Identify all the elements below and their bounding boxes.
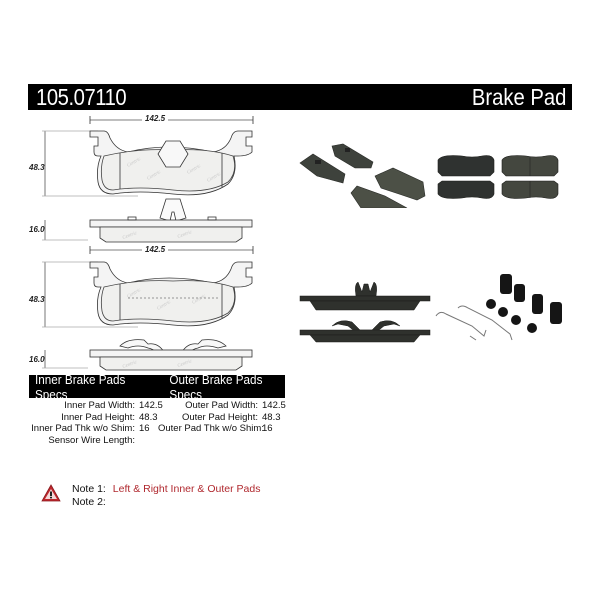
outer-pad-drawing: Centric Centric Centric Centric Centric — [42, 246, 254, 371]
notes-block: Note 1: Left & Right Inner & Outer Pads … — [72, 483, 260, 509]
spec-value — [135, 435, 139, 447]
spec-value: 16 — [139, 423, 150, 434]
inner-spec-row: Inner Pad Thk w/o Shim: 16 — [31, 423, 163, 435]
spec-value: 142.5 — [262, 400, 286, 411]
note-2-label: Note 2: — [72, 496, 106, 508]
inner-spec-row: Inner Pad Height: 48.3 — [31, 412, 163, 424]
inner-specs-list: Inner Pad Width: 142.5 Inner Pad Height:… — [31, 400, 163, 446]
pad-set-angled-photo — [299, 143, 426, 208]
outer-height-dimension: 48.3 — [29, 295, 45, 304]
inner-width-dimension: 142.5 — [142, 114, 169, 123]
spec-value: 142.5 — [139, 400, 163, 411]
spec-label: Outer Pad Height: — [181, 411, 258, 423]
outer-specs-title: Outer Brake Pads Specs — [169, 371, 263, 402]
svg-text:Centric: Centric — [122, 231, 139, 241]
inner-spec-row: Inner Pad Width: 142.5 — [31, 400, 163, 412]
outer-spec-row: Outer Pad Thk w/o Shim: 16 — [158, 423, 286, 435]
outer-spec-row: Outer Pad Height: 48.3 — [158, 412, 286, 424]
hardware-kit-photo — [435, 274, 562, 341]
spec-label: Sensor Wire Length: — [48, 434, 135, 446]
note-1-text: Left & Right Inner & Outer Pads — [112, 483, 261, 495]
outer-width-dimension: 142.5 — [142, 245, 169, 254]
header-bar: 105.07110 Brake Pad — [28, 84, 572, 110]
svg-text:Centric: Centric — [177, 359, 194, 369]
note-2: Note 2: — [72, 496, 260, 509]
note-1: Note 1: Left & Right Inner & Outer Pads — [72, 483, 260, 496]
inner-pad-drawing: Centric Centric Centric Centric Centric … — [42, 116, 254, 243]
inner-spec-row: Sensor Wire Length: — [31, 435, 163, 447]
spec-value: 48.3 — [139, 411, 158, 423]
pad-set-flat-photo — [437, 155, 559, 199]
pad-set-side-photo — [299, 281, 431, 343]
svg-text:Centric: Centric — [177, 230, 194, 240]
outer-specs-list: Outer Pad Width: 142.5 Outer Pad Height:… — [158, 400, 286, 435]
inner-specs-title: Inner Brake Pads Specs — [35, 371, 126, 402]
specs-header: Inner Brake Pads Specs Outer Brake Pads … — [29, 372, 285, 402]
spec-label: Inner Pad Height: — [61, 411, 135, 423]
inner-thickness-dimension: 16.0 — [29, 225, 45, 234]
product-type: Brake Pad — [471, 83, 566, 110]
note-1-label: Note 1: — [72, 483, 106, 495]
spec-value: 48.3 — [262, 411, 281, 423]
outer-thickness-dimension: 16.0 — [29, 355, 45, 364]
svg-text:Centric: Centric — [122, 360, 139, 370]
spec-label: Inner Pad Thk w/o Shim: — [31, 423, 135, 434]
spec-label: Outer Pad Width: — [185, 400, 258, 411]
warning-triangle-icon — [41, 484, 61, 502]
note-2-text — [106, 496, 110, 508]
inner-height-dimension: 48.3 — [29, 163, 45, 172]
part-number: 105.07110 — [36, 83, 127, 110]
outer-spec-row: Outer Pad Width: 142.5 — [158, 400, 286, 412]
spec-value: 16 — [262, 423, 273, 434]
spec-label: Outer Pad Thk w/o Shim: — [158, 423, 264, 434]
spec-label: Inner Pad Width: — [64, 400, 135, 411]
